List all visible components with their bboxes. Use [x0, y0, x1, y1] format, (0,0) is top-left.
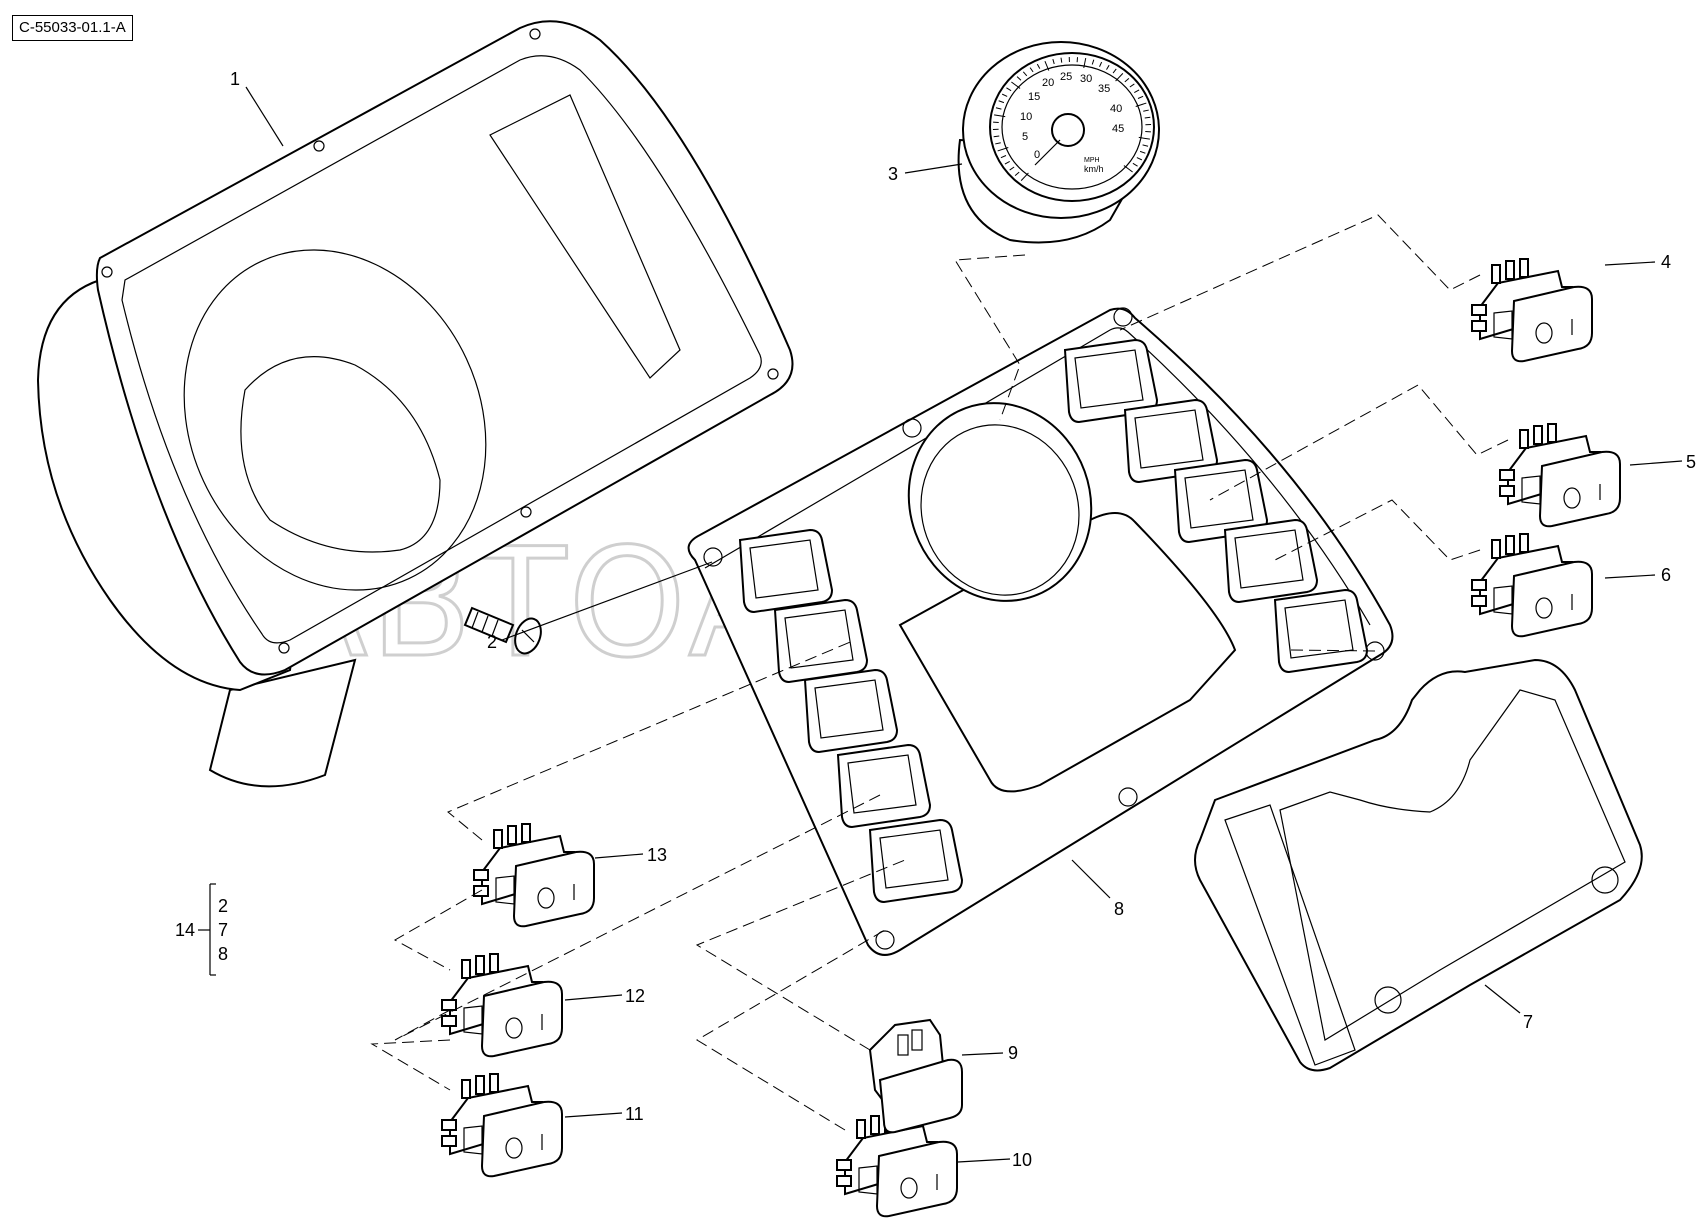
gauge-tick — [1083, 57, 1087, 69]
kit-item-7: 7 — [218, 920, 228, 940]
instrument-hood-part — [36, 20, 794, 788]
callout-7: 7 — [1523, 1012, 1533, 1032]
gauge-num-25: 25 — [1060, 71, 1072, 83]
gauge-tick — [995, 142, 1001, 145]
gauge-tick — [1135, 102, 1147, 107]
gauge-scale-labels: 0 5 10 15 20 25 30 35 40 45 MPH km/h — [1020, 71, 1124, 174]
gauge-tick — [995, 107, 1002, 110]
kit-item-2: 2 — [218, 896, 228, 916]
gauge-tick — [1099, 61, 1103, 67]
gauge-num-0: 0 — [1034, 149, 1040, 161]
gauge-tick — [1016, 76, 1022, 81]
callout-9: 9 — [1008, 1043, 1018, 1063]
gauge-tick — [1014, 171, 1020, 177]
callout-12: 12 — [625, 986, 645, 1006]
kit-group: 14 2 7 8 — [175, 883, 228, 976]
callout-13: 13 — [647, 845, 667, 865]
gauge-tick — [1004, 161, 1010, 165]
assembly-lines — [370, 214, 1509, 1131]
gauge-tick — [1001, 93, 1008, 97]
callout-11: 11 — [625, 1104, 644, 1124]
switch-part-13 — [473, 823, 595, 928]
gauge-tick — [1006, 87, 1012, 92]
gauge-tick — [1011, 81, 1021, 89]
callout-3: 3 — [888, 164, 898, 184]
callout-2: 2 — [487, 632, 497, 652]
gauge-tick — [1123, 165, 1133, 173]
gauge-num-5: 5 — [1022, 131, 1028, 143]
gauge-scale-ticks — [992, 57, 1152, 181]
callout-10: 10 — [1012, 1150, 1032, 1170]
kit-item-8: 8 — [218, 944, 228, 964]
gauge-tick — [997, 147, 1009, 152]
gauge-tick — [993, 135, 1000, 138]
gauge-tick — [1106, 64, 1110, 70]
speedometer-gauge-part: 0 5 10 15 20 25 30 35 40 45 MPH km/h — [957, 41, 1160, 244]
gauge-units-kmh: km/h — [1084, 164, 1104, 174]
gauge-num-30: 30 — [1080, 73, 1092, 85]
gauge-tick — [1036, 63, 1041, 69]
gauge-tick — [1136, 157, 1143, 161]
gauge-num-10: 10 — [1020, 111, 1032, 123]
gauge-tick — [1124, 77, 1130, 83]
gauge-tick — [1138, 136, 1150, 140]
gauge-tick — [1000, 155, 1007, 159]
gauge-units-mph: MPH — [1084, 157, 1100, 164]
switch-part-5 — [1499, 423, 1621, 528]
callout-5: 5 — [1686, 452, 1696, 472]
callout-6: 6 — [1661, 565, 1671, 585]
screw-part — [463, 606, 542, 655]
diagram-id-label: C-55033-01.1-A — [12, 15, 133, 41]
gauge-tick — [1029, 67, 1034, 73]
callout-labels: 1 2 3 4 5 6 7 8 9 10 11 12 13 — [230, 69, 1696, 1170]
gauge-num-15: 15 — [1028, 91, 1040, 103]
blank-plug-part — [868, 1018, 963, 1134]
gauge-tick — [1091, 59, 1095, 65]
gauge-tick — [1144, 116, 1151, 119]
gauge-tick — [1009, 166, 1015, 171]
switch-part-12 — [441, 953, 563, 1058]
kit-group-label: 14 — [175, 920, 195, 940]
gauge-tick — [1142, 144, 1149, 147]
gauge-tick — [1137, 95, 1144, 99]
gauge-tick — [1139, 150, 1146, 154]
gauge-tick — [1134, 89, 1140, 93]
gauge-tick — [1052, 58, 1055, 65]
gauge-num-20: 20 — [1042, 77, 1054, 89]
gauge-num-35: 35 — [1098, 83, 1110, 95]
lower-cover-part — [1194, 658, 1643, 1072]
gauge-num-45: 45 — [1112, 123, 1124, 135]
leader-lines — [245, 86, 1683, 1163]
gauge-num-40: 40 — [1110, 103, 1122, 115]
callout-8: 8 — [1114, 899, 1124, 919]
switch-panel-part — [687, 307, 1394, 956]
gauge-tick — [1044, 61, 1050, 71]
gauge-tick — [1143, 109, 1149, 112]
gauge-tick — [1129, 83, 1135, 88]
gauge-tick — [1020, 172, 1029, 181]
switch-part-11 — [441, 1073, 563, 1178]
callout-4: 4 — [1661, 252, 1671, 272]
gauge-tick — [1022, 71, 1028, 77]
gauge-tick — [1060, 57, 1063, 63]
gauge-tick — [1115, 73, 1124, 82]
switch-part-6 — [1471, 533, 1593, 638]
gauge-tick — [1112, 68, 1117, 74]
callout-1: 1 — [230, 69, 240, 89]
gauge-tick — [994, 114, 1006, 118]
gauge-tick — [998, 100, 1005, 104]
gauge-tick — [1132, 162, 1138, 167]
switch-part-4 — [1471, 258, 1593, 363]
